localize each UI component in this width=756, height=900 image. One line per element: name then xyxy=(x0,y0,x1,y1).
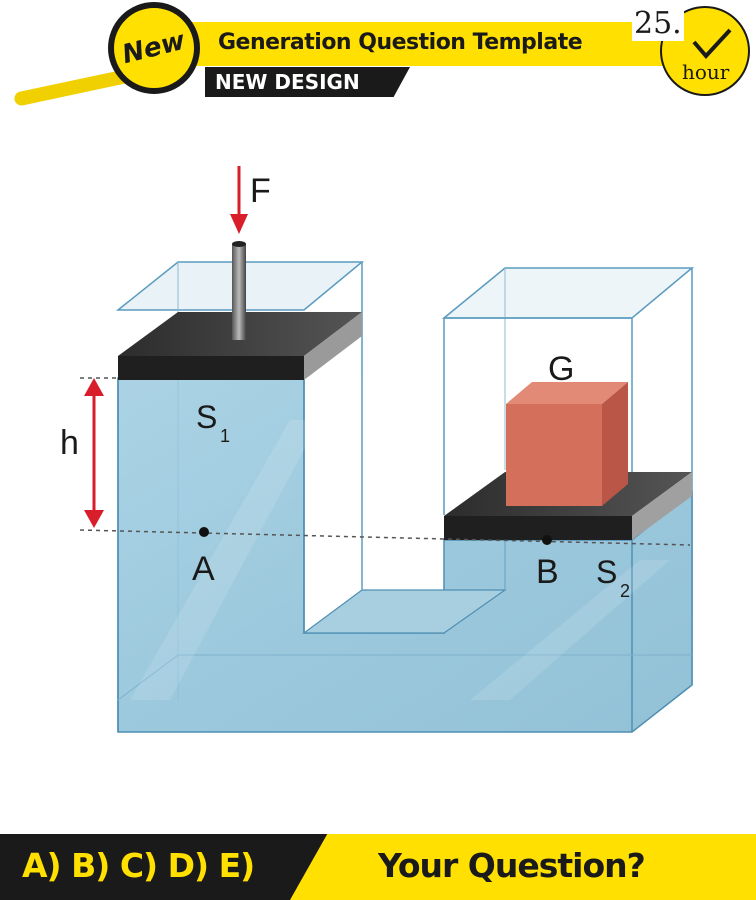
force-arrow xyxy=(230,166,248,234)
header-subtitle: NEW DESIGN xyxy=(205,67,410,97)
reference-line xyxy=(79,529,691,546)
clock-word: hour xyxy=(682,60,730,84)
force-label: F xyxy=(250,172,271,210)
footer-highlight xyxy=(290,834,756,900)
left-area-label: S xyxy=(196,399,217,435)
magnifier-badge-icon: New xyxy=(108,2,200,94)
right-area-label: S xyxy=(596,554,617,590)
point-a-label: A xyxy=(192,550,215,588)
header-band xyxy=(150,22,670,66)
point-b-marker xyxy=(542,535,552,545)
height-arrow xyxy=(84,378,104,528)
answer-options: A) B) C) D) E) xyxy=(22,846,255,885)
clock-number: 25. xyxy=(632,6,684,41)
question-prompt: Your Question? xyxy=(378,846,646,885)
header-title: Generation Question Template xyxy=(218,30,583,55)
checkmark-icon xyxy=(692,28,732,60)
piston-rod xyxy=(232,244,246,340)
point-a-marker xyxy=(199,527,209,537)
left-area-subscript: 1 xyxy=(220,426,230,446)
weight-block xyxy=(506,382,628,506)
right-area-subscript: 2 xyxy=(620,581,630,601)
weight-label: G xyxy=(548,350,574,388)
height-label: h xyxy=(60,424,79,462)
point-b-label: B xyxy=(536,553,559,591)
